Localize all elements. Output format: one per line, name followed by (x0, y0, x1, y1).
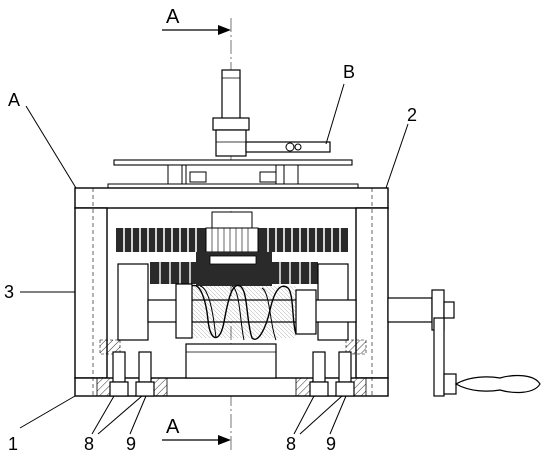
upper-gear (116, 211, 348, 253)
label-8-right-callout: 8 (286, 434, 296, 454)
leader-lines (19, 83, 409, 435)
bottom-carrier (99, 339, 367, 379)
label-1-callout: 1 (8, 434, 18, 454)
bolts (109, 351, 355, 397)
section-label-top: A (166, 6, 180, 28)
section-marker-bottom: A (162, 416, 231, 445)
worm-wheel (150, 252, 318, 286)
label-a-callout: A (8, 90, 20, 110)
top-disc (107, 159, 359, 189)
label-8-left-callout: 8 (84, 434, 94, 454)
label-9-left-callout: 9 (126, 434, 136, 454)
crank-grip (454, 374, 541, 394)
label-9-right-callout: 9 (326, 434, 336, 454)
section-marker-top: A (162, 6, 231, 35)
top-shaft (212, 69, 250, 157)
crank-handle (387, 289, 541, 397)
section-label-bottom: A (166, 416, 180, 438)
label-3-callout: 3 (4, 282, 14, 302)
worm-shaft (147, 283, 357, 341)
label-2-callout: 2 (407, 105, 417, 125)
label-b-callout: B (343, 62, 355, 82)
lever-b (245, 141, 331, 153)
